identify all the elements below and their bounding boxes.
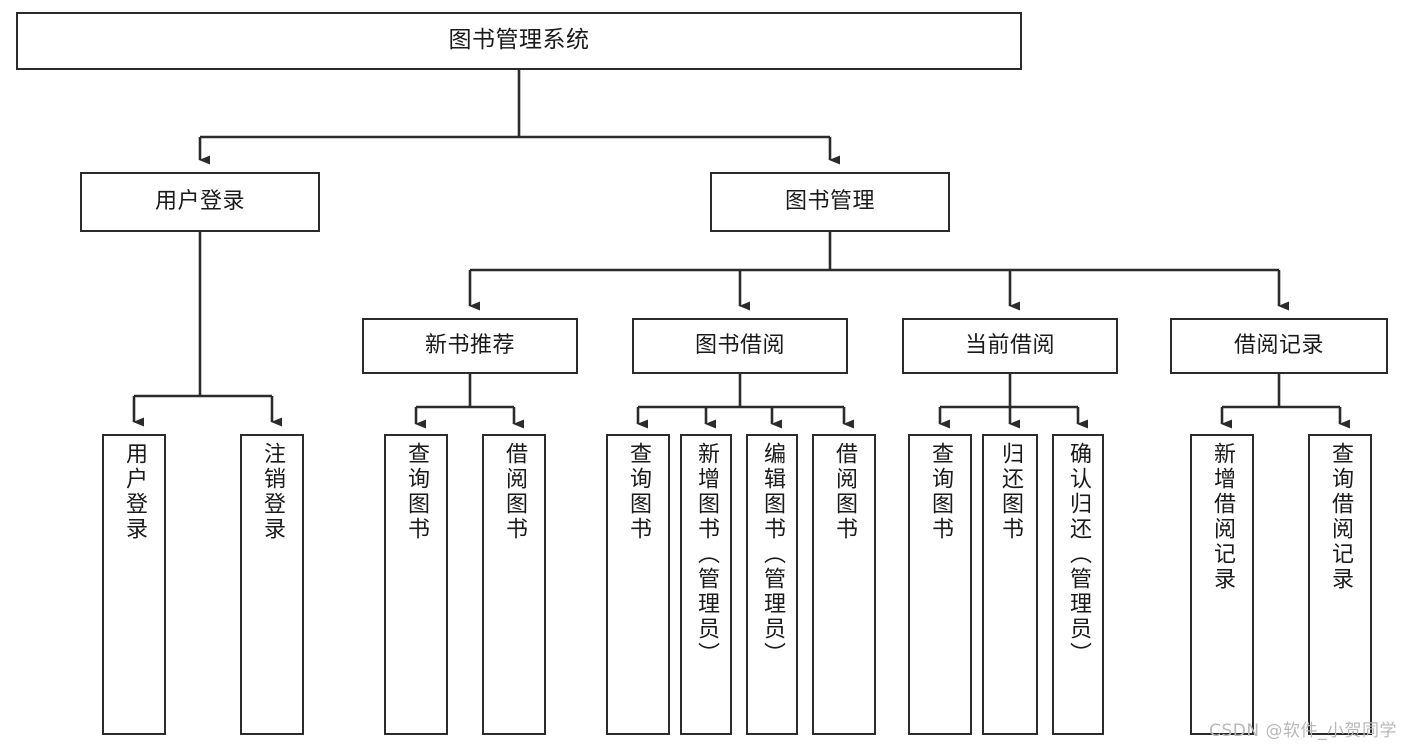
node-leaf-user-login[interactable]: 用户登录 <box>102 434 166 735</box>
node-label: 图书管理系统 <box>448 27 590 54</box>
node-label: 图书管理 <box>784 189 875 215</box>
node-leaf-query-book-3[interactable]: 查询图书 <box>908 434 972 735</box>
node-borrow-record[interactable]: 借阅记录 <box>1170 318 1388 374</box>
node-label: 用户登录 <box>154 189 245 215</box>
node-root-system[interactable]: 图书管理系统 <box>16 12 1022 70</box>
node-label: 查询图书 <box>404 442 429 542</box>
node-label: 新增借阅记录 <box>1210 442 1235 592</box>
node-leaf-add-book[interactable]: 新增图书（管理员） <box>680 434 732 735</box>
node-leaf-logout[interactable]: 注销登录 <box>240 434 304 735</box>
node-new-book-rec[interactable]: 新书推荐 <box>362 318 578 374</box>
node-label: 借阅记录 <box>1233 333 1324 359</box>
node-book-manage[interactable]: 图书管理 <box>710 172 950 232</box>
node-label: 用户登录 <box>122 442 147 542</box>
node-leaf-confirm-return[interactable]: 确认归还（管理员） <box>1052 434 1104 735</box>
node-label: 查询图书 <box>626 442 651 542</box>
node-leaf-return-book[interactable]: 归还图书 <box>982 434 1038 735</box>
node-label: 归还图书 <box>998 442 1023 542</box>
node-label: 确认归还（管理员） <box>1066 442 1091 667</box>
node-label: 查询借阅记录 <box>1328 442 1353 592</box>
node-label: 借阅图书 <box>832 442 857 542</box>
node-leaf-edit-book[interactable]: 编辑图书（管理员） <box>746 434 798 735</box>
node-user-login[interactable]: 用户登录 <box>80 172 320 232</box>
node-current-borrow[interactable]: 当前借阅 <box>902 318 1118 374</box>
node-label: 新书推荐 <box>424 333 515 359</box>
node-leaf-query-record[interactable]: 查询借阅记录 <box>1308 434 1372 735</box>
node-label: 借阅图书 <box>502 442 527 542</box>
node-label: 查询图书 <box>928 442 953 542</box>
node-label: 图书借阅 <box>694 333 785 359</box>
watermark: CSDN @软件_小贺同学 <box>1209 721 1397 741</box>
node-book-borrow[interactable]: 图书借阅 <box>632 318 848 374</box>
node-label: 当前借阅 <box>964 333 1055 359</box>
node-label: 新增图书（管理员） <box>694 442 719 667</box>
node-label: 注销登录 <box>260 442 285 542</box>
node-label: 编辑图书（管理员） <box>760 442 785 667</box>
node-leaf-add-record[interactable]: 新增借阅记录 <box>1190 434 1254 735</box>
node-leaf-query-book-2[interactable]: 查询图书 <box>606 434 670 735</box>
node-leaf-borrow-book-2[interactable]: 借阅图书 <box>812 434 876 735</box>
node-leaf-borrow-book-1[interactable]: 借阅图书 <box>482 434 546 735</box>
node-leaf-query-book-1[interactable]: 查询图书 <box>384 434 448 735</box>
